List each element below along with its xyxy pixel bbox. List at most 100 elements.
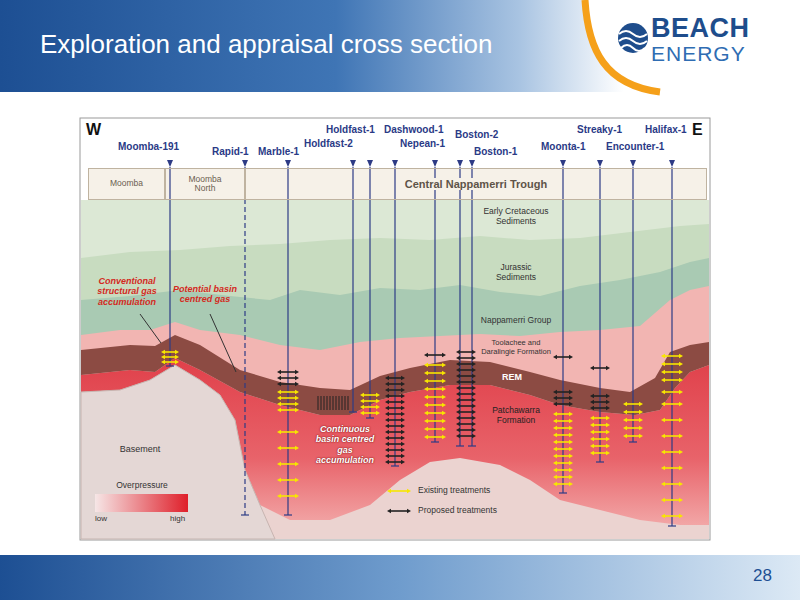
treatment-head bbox=[295, 402, 299, 406]
well-line bbox=[287, 167, 288, 515]
treatment-head bbox=[472, 362, 476, 366]
treatment-head bbox=[553, 482, 557, 486]
treatment-arrow bbox=[664, 515, 680, 517]
treatment-head bbox=[360, 411, 364, 415]
well-line bbox=[671, 167, 672, 526]
treatment-head bbox=[442, 363, 446, 367]
treatment-head bbox=[385, 430, 389, 434]
treatment-arrow bbox=[388, 461, 402, 463]
treatment-head bbox=[424, 435, 428, 439]
treatment-head bbox=[661, 354, 665, 358]
treatment-head bbox=[456, 422, 460, 426]
treatment-head bbox=[679, 370, 683, 374]
legend-title: Overpressure bbox=[96, 481, 188, 491]
treatment-head bbox=[590, 406, 594, 410]
figure-frame bbox=[80, 118, 710, 540]
treatment-head bbox=[385, 436, 389, 440]
treatment-head bbox=[401, 418, 405, 422]
treatment-arrow bbox=[593, 438, 607, 440]
treatment-head bbox=[569, 402, 573, 406]
treatment-arrow bbox=[280, 397, 296, 399]
well-name: Halifax-1 bbox=[645, 124, 687, 136]
treatment-head bbox=[442, 419, 446, 423]
treatment-arrow bbox=[280, 409, 296, 411]
treatment-head bbox=[679, 390, 683, 394]
scale-label: high bbox=[170, 514, 185, 523]
treatment-head bbox=[295, 382, 299, 386]
well-name: Holdfast-1 bbox=[326, 124, 375, 136]
wells bbox=[166, 160, 676, 526]
treatment-head bbox=[401, 406, 405, 410]
treatment-head bbox=[277, 402, 281, 406]
treatment-arrow bbox=[388, 395, 402, 397]
treatment-head bbox=[569, 475, 573, 479]
treatment-head bbox=[590, 444, 594, 448]
treatment-head bbox=[623, 410, 627, 414]
treatment-head bbox=[661, 466, 665, 470]
treatment-arrow bbox=[280, 447, 296, 449]
treatment-head bbox=[639, 402, 643, 406]
treatment-arrow bbox=[427, 396, 443, 398]
treatment-head bbox=[277, 446, 281, 450]
treatment-arrow bbox=[164, 351, 176, 353]
treatment-arrow bbox=[556, 476, 570, 478]
callout-text: Conventional structural gas accumulation bbox=[86, 276, 168, 307]
treatment-arrow bbox=[427, 420, 443, 422]
treatment-head bbox=[376, 399, 380, 403]
treatment-arrow bbox=[280, 463, 296, 465]
well-arrowhead bbox=[457, 160, 463, 167]
treatment-arrow bbox=[664, 467, 680, 469]
treatment-arrow bbox=[626, 427, 640, 429]
treatment-head bbox=[456, 386, 460, 390]
well-name: Boston-1 bbox=[474, 146, 517, 158]
treatment-arrow bbox=[664, 391, 680, 393]
well-name: Rapid-1 bbox=[212, 146, 249, 158]
treatment-head bbox=[424, 403, 428, 407]
well-arrowhead bbox=[669, 160, 675, 167]
treatment-head bbox=[385, 412, 389, 416]
treatment-head bbox=[456, 362, 460, 366]
treatment-arrow bbox=[427, 412, 443, 414]
treatment-arrow bbox=[363, 400, 377, 402]
treatment-head bbox=[472, 392, 476, 396]
treatment-arrow bbox=[459, 363, 473, 365]
treatment-arrow bbox=[388, 443, 402, 445]
treatment-head bbox=[442, 435, 446, 439]
treatment-head bbox=[553, 440, 557, 444]
treatment-head bbox=[401, 412, 405, 416]
layer-label: Jurassic Sediments bbox=[480, 263, 552, 283]
treatment-head bbox=[569, 482, 573, 486]
treatment-head bbox=[401, 388, 405, 392]
footer-band bbox=[0, 555, 800, 600]
page-number: 28 bbox=[753, 566, 772, 586]
treatment-arrow bbox=[593, 417, 607, 419]
logo-icon bbox=[618, 23, 648, 53]
treatment-arrow bbox=[556, 455, 570, 457]
treatment-head bbox=[569, 433, 573, 437]
treatment-head bbox=[553, 390, 557, 394]
treatment-head bbox=[424, 363, 428, 367]
treatment-head bbox=[385, 448, 389, 452]
well-td-tick bbox=[366, 417, 374, 418]
treatment-head bbox=[679, 362, 683, 366]
treatment-head bbox=[553, 419, 557, 423]
treatment-head bbox=[277, 478, 281, 482]
treatment-arrow bbox=[664, 371, 680, 373]
treatment-arrow bbox=[427, 364, 443, 366]
leader-line bbox=[140, 314, 161, 343]
treatment-arrow bbox=[459, 387, 473, 389]
treatment-head bbox=[472, 416, 476, 420]
callout-text: Potential basin centred gas bbox=[172, 284, 238, 305]
treatment-head bbox=[590, 437, 594, 441]
treatment-head bbox=[295, 478, 299, 482]
well-td-tick bbox=[468, 445, 476, 446]
treatment-head bbox=[623, 426, 627, 430]
treatment-head bbox=[569, 426, 573, 430]
treatment-head bbox=[456, 374, 460, 378]
layer-label: Patchawarra Formation bbox=[485, 406, 547, 426]
treatment-arrow bbox=[459, 435, 473, 437]
treatment-head bbox=[376, 411, 380, 415]
treatment-head bbox=[569, 419, 573, 423]
treatment-arrow bbox=[459, 369, 473, 371]
treatment-head bbox=[385, 460, 389, 464]
